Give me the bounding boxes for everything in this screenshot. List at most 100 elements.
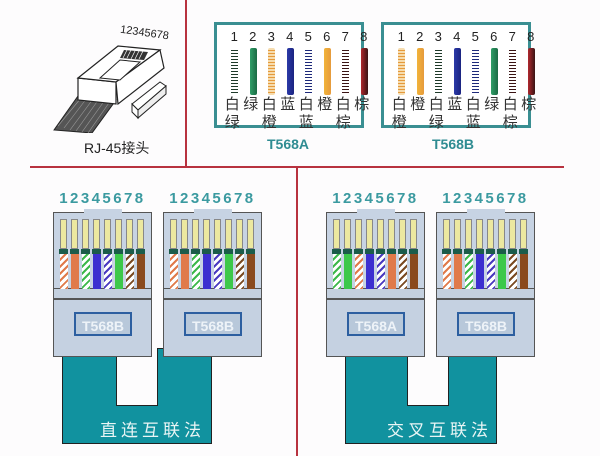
wire: [409, 254, 418, 289]
color-char: 白: [502, 95, 518, 113]
wire: [343, 254, 352, 289]
connector-tab: [84, 209, 122, 214]
pin-number: 3: [434, 29, 442, 44]
method-label-crossover: 交叉互联法: [387, 421, 492, 441]
wire-swatch: [286, 48, 294, 95]
wire: [497, 254, 506, 289]
pin-clip: [343, 249, 352, 254]
wire: [213, 254, 222, 289]
connector-pin-area: [436, 209, 535, 289]
color-char: 白: [298, 95, 314, 113]
wire: [464, 254, 473, 289]
wire-swatch: [527, 48, 535, 95]
method-label-straight: 直连互联法: [100, 421, 205, 441]
contact-pin: [509, 219, 516, 249]
plug-label: RJ-45接头: [84, 140, 150, 156]
pin-number: 5: [212, 190, 221, 207]
pin-number: 4: [453, 29, 461, 44]
wire: [354, 254, 363, 289]
pin-number: 7: [234, 190, 243, 207]
pin-clip: [224, 249, 233, 254]
color-row-1: 白橙白蓝白绿白棕: [390, 93, 538, 114]
contact-pin: [487, 219, 494, 249]
pin-clip: [202, 249, 211, 254]
divider-vertical-bottom: [296, 166, 298, 456]
color-char: 绿: [484, 95, 500, 113]
pin-clip: [213, 249, 222, 254]
pin-clip: [508, 249, 517, 254]
pin-number: 3: [267, 29, 275, 44]
pin-number: 1: [442, 190, 451, 207]
pin-number: 2: [249, 29, 257, 44]
contact-pin: [82, 219, 89, 249]
color-char: 蓝: [298, 113, 314, 131]
pin-number: 7: [508, 29, 516, 44]
pin-clip: [387, 249, 396, 254]
wire-swatch: [416, 48, 424, 95]
contact-pin: [443, 219, 450, 249]
pin-number: 4: [364, 190, 373, 207]
pin-number: 5: [304, 29, 312, 44]
connector-standard-label: T568B: [184, 312, 242, 336]
contact-pin: [410, 219, 417, 249]
wire-swatch: [305, 48, 312, 95]
contact-pin: [104, 219, 111, 249]
wire-swatch: [490, 48, 498, 95]
pin-number: 3: [353, 190, 363, 207]
contact-pin: [192, 219, 199, 249]
connector-body: T568B: [53, 299, 152, 357]
pin-clip: [519, 249, 528, 254]
pin-clip: [180, 249, 189, 254]
wire: [191, 254, 200, 289]
contact-pin: [333, 219, 340, 249]
pin-number: 7: [124, 190, 133, 207]
color-char: 橙: [391, 113, 407, 131]
pin-clip: [398, 249, 407, 254]
connector-pin-area: [163, 209, 262, 289]
cable-gap: [116, 348, 158, 406]
contact-pin: [377, 219, 384, 249]
pin-number: 6: [323, 29, 331, 44]
color-char: 棕: [502, 113, 518, 131]
wire: [180, 254, 189, 289]
connector-pin-area: [326, 209, 425, 289]
contact-pin: [137, 219, 144, 249]
connector-body: T568B: [436, 299, 535, 357]
color-char: 白: [335, 95, 351, 113]
pin-number: 4: [286, 29, 294, 44]
contact-pin: [126, 219, 133, 249]
color-char: 橙: [261, 113, 277, 131]
contact-pin: [93, 219, 100, 249]
pin-clip: [92, 249, 101, 254]
connector-body: T568A: [326, 299, 425, 357]
contact-pin: [388, 219, 395, 249]
pin-number: 6: [223, 190, 232, 207]
contact-pin: [236, 219, 243, 249]
contact-pin: [225, 219, 232, 249]
pin-clip: [475, 249, 484, 254]
contact-pin: [181, 219, 188, 249]
pin-number: 7: [507, 190, 516, 207]
connector-standard-label: T568B: [457, 312, 515, 336]
wire-swatch: [231, 48, 238, 95]
pin-number: 8: [134, 190, 144, 207]
pin-number: 1: [397, 29, 405, 44]
pin-clip: [136, 249, 145, 254]
pin-number: 1: [59, 190, 68, 207]
color-char: [520, 111, 539, 132]
wire: [442, 254, 451, 289]
pin-clip: [354, 249, 363, 254]
pin-clip: [103, 249, 112, 254]
connector-tab: [357, 209, 395, 214]
contact-pin: [115, 219, 122, 249]
contact-pin: [465, 219, 472, 249]
wire: [332, 254, 341, 289]
standard-title-t568b: T568B: [432, 136, 475, 152]
straight-through-diagram: 直连互联法: [0, 168, 296, 456]
wire-swatch: [453, 48, 461, 95]
